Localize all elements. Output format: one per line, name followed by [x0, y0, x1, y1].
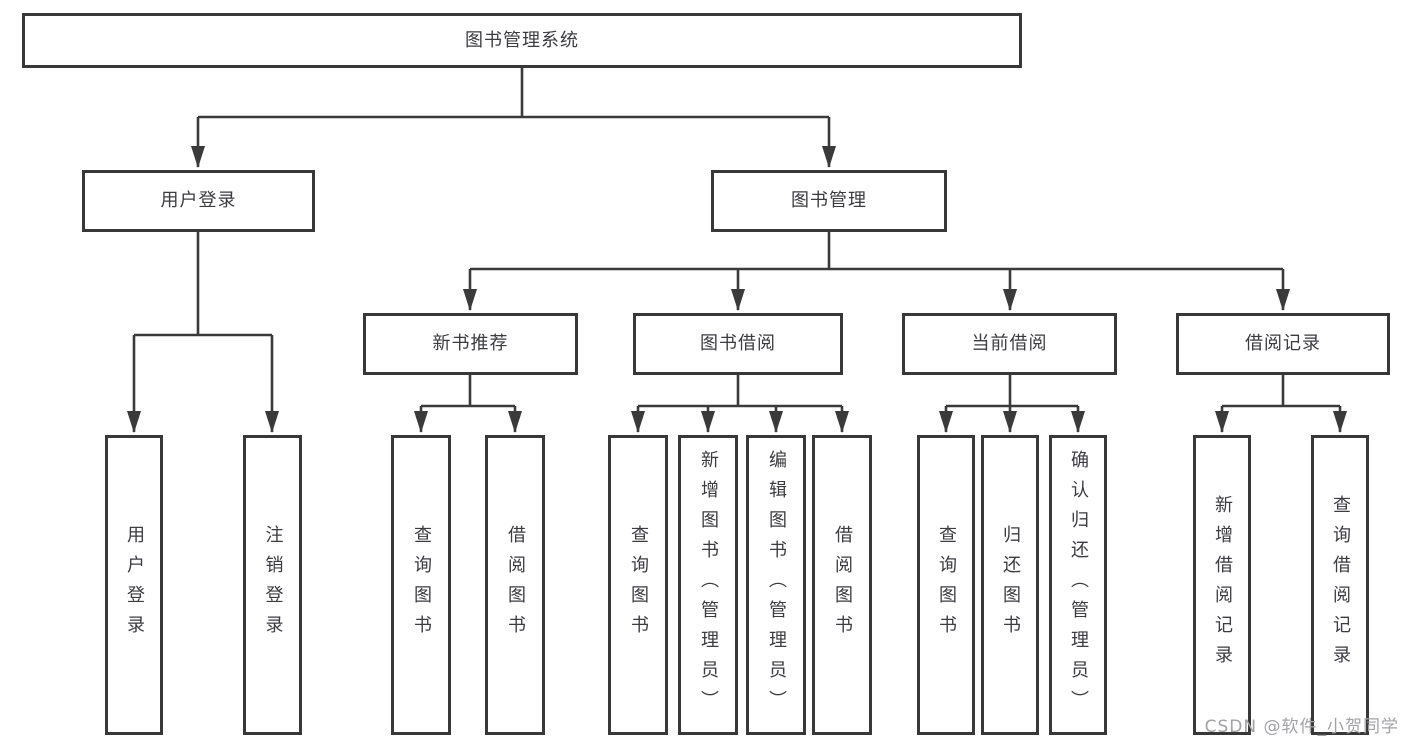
- node-current-borrow-label: 当前借阅: [971, 333, 1048, 354]
- node-new-book-rec: 新书推荐: [363, 313, 578, 375]
- leaf-nb-query-label: 查询图书: [411, 525, 432, 645]
- leaf-nb-borrow-label: 借阅图书: [505, 525, 526, 645]
- leaf-cb-return-label: 归还图书: [1000, 525, 1021, 645]
- leaf-br-query: 查询借阅记录: [1311, 435, 1369, 735]
- leaf-bb-borrow: 借阅图书: [812, 435, 872, 735]
- connector-borrow-records-spine: [1222, 374, 1340, 408]
- leaf-bb-edit-label: 编辑图书（管理员）: [766, 450, 787, 720]
- leaf-bb-add-label: 新增图书（管理员）: [698, 450, 719, 720]
- leaf-cb-query-label: 查询图书: [936, 525, 957, 645]
- node-root: 图书管理系统: [22, 13, 1022, 68]
- leaf-bb-borrow-label: 借阅图书: [832, 525, 853, 645]
- node-user-login: 用户登录: [82, 170, 315, 232]
- node-book-borrow: 图书借阅: [633, 313, 843, 375]
- leaf-br-add-label: 新增借阅记录: [1212, 495, 1233, 675]
- leaf-user-login: 用户登录: [105, 435, 163, 735]
- leaf-bb-edit: 编辑图书（管理员）: [746, 435, 806, 735]
- connector-book-borrow-spine: [638, 374, 842, 408]
- leaf-cb-return: 归还图书: [981, 435, 1039, 735]
- csdn-watermark: CSDN @软件_小贺同学: [1204, 717, 1399, 737]
- leaf-br-query-label: 查询借阅记录: [1330, 495, 1351, 675]
- node-new-book-rec-label: 新书推荐: [432, 333, 509, 354]
- leaf-nb-borrow: 借阅图书: [485, 435, 545, 735]
- leaf-logout-label: 注销登录: [262, 525, 284, 645]
- node-book-mgmt-label: 图书管理: [791, 190, 867, 211]
- node-user-login-label: 用户登录: [160, 190, 237, 211]
- leaf-nb-query: 查询图书: [391, 435, 451, 735]
- connector-current-borrow-spine: [946, 374, 1078, 408]
- leaf-bb-query-label: 查询图书: [628, 525, 649, 645]
- leaf-bb-add: 新增图书（管理员）: [678, 435, 738, 735]
- node-root-label: 图书管理系统: [465, 29, 579, 51]
- node-current-borrow: 当前借阅: [902, 313, 1117, 375]
- leaf-br-add: 新增借阅记录: [1193, 435, 1251, 735]
- leaf-cb-confirm: 确认归还（管理员）: [1049, 435, 1107, 735]
- leaf-user-login-label: 用户登录: [124, 525, 145, 645]
- leaf-cb-confirm-label: 确认归还（管理员）: [1068, 450, 1089, 720]
- leaf-logout: 注销登录: [243, 435, 302, 735]
- node-book-mgmt: 图书管理: [711, 170, 947, 232]
- node-borrow-records: 借阅记录: [1176, 313, 1390, 375]
- leaf-cb-query: 查询图书: [917, 435, 975, 735]
- connector-new-book-spine: [421, 374, 515, 408]
- connector-book-mgmt-spine: [470, 231, 1283, 271]
- node-book-borrow-label: 图书借阅: [700, 333, 776, 354]
- leaf-bb-query: 查询图书: [608, 435, 668, 735]
- node-borrow-records-label: 借阅记录: [1245, 333, 1321, 354]
- connector-root-spine: [198, 67, 829, 119]
- connector-user-login-spine: [134, 231, 272, 337]
